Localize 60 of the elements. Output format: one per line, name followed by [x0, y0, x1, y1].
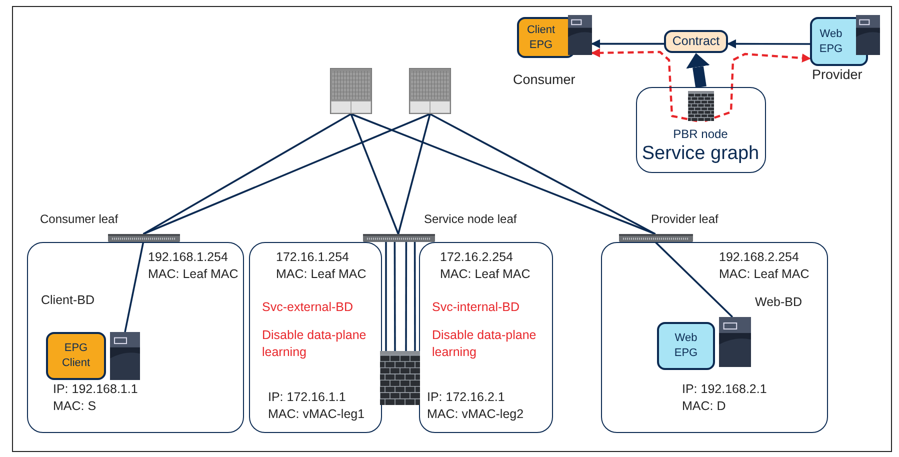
epg-box [46, 332, 106, 380]
firewall-icon [380, 351, 420, 405]
gateway-address-label: 192.168.2.254 MAC: Leaf MAC [719, 249, 810, 283]
leaf-switch-icon [619, 234, 693, 242]
traffic-path-arrow [704, 52, 811, 122]
thick-arrow [686, 53, 710, 88]
epg-label: EPG Client [62, 341, 90, 371]
leaf-switch-icon [108, 234, 180, 242]
epg-label: Web EPG [674, 331, 698, 361]
link-line [654, 241, 734, 318]
service-graph-box [636, 87, 766, 173]
link-line [350, 114, 400, 234]
leaf-switch-icon [363, 234, 435, 242]
link-line [405, 242, 408, 351]
endpoint-address-label: IP: 192.168.1.1 MAC: S [53, 381, 139, 415]
link-line [350, 113, 656, 235]
spine-switch-icon [330, 68, 372, 114]
epg-label: Contract [672, 33, 720, 50]
gateway-address-label: 172.16.2.254 MAC: Leaf MAC [440, 249, 532, 283]
spine-switch-icon [409, 68, 451, 114]
endpoint-address-label: IP: 172.16.1.1 MAC: vMAC-leg1 [268, 389, 366, 423]
leaf-label: Consumer leaf [40, 212, 118, 226]
gateway-address-label: 172.16.1.254 MAC: Leaf MAC [276, 249, 368, 283]
note-label: Disable data-plane learning [262, 327, 368, 361]
link-line [430, 113, 656, 235]
arrow [727, 39, 810, 48]
bd-name-label: Svc-external-BD [262, 299, 354, 316]
epg-box [657, 322, 715, 370]
link-line [124, 242, 144, 332]
service-graph-label: Service graph [640, 142, 760, 166]
epg-label: Web EPG [819, 26, 843, 56]
endpoint-address-label: IP: 172.16.2.1 MAC: vMAC-leg2 [427, 389, 525, 423]
leaf-label: Provider leaf [651, 212, 718, 226]
traffic-path-arrow [591, 48, 698, 122]
bridge-domain-box [27, 242, 244, 433]
link-line [142, 113, 430, 235]
link-line [397, 114, 431, 234]
leaf-label: Service node leaf [424, 212, 517, 226]
epg-label: Client EPG [526, 22, 556, 52]
role-label: Consumer [513, 72, 576, 87]
firewall-icon [688, 91, 714, 121]
node-type-label: PBR node [672, 126, 729, 142]
arrow [591, 39, 664, 48]
endpoint-address-label: IP: 192.168.2.1 MAC: D [682, 381, 768, 415]
bridge-domain-box [601, 242, 828, 433]
role-label: Provider [812, 67, 862, 82]
bd-name-label: Web-BD [755, 294, 804, 311]
bd-name-label: Client-BD [41, 292, 96, 309]
server-icon [719, 317, 751, 367]
link-line [142, 113, 352, 235]
server-icon [856, 15, 880, 55]
contract-box [664, 30, 728, 53]
link-line [414, 242, 416, 351]
gateway-address-label: 192.168.1.254 MAC: Leaf MAC [148, 249, 240, 283]
link-line [394, 242, 396, 351]
server-icon [110, 332, 140, 380]
server-icon [568, 15, 592, 55]
bd-name-label: Svc-internal-BD [432, 299, 521, 316]
note-label: Disable data-plane learning [432, 327, 538, 361]
link-line [385, 242, 387, 351]
